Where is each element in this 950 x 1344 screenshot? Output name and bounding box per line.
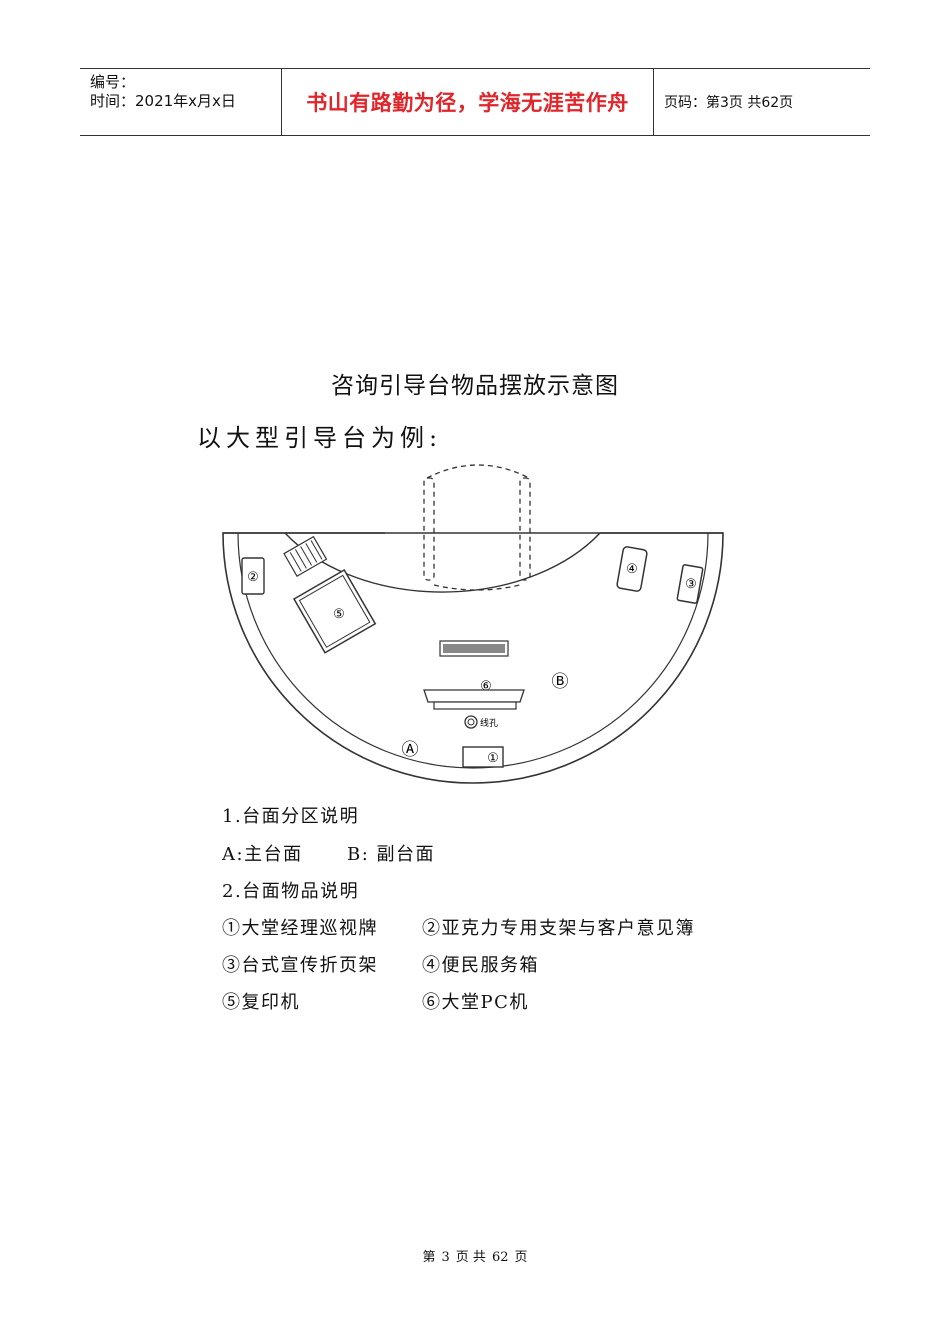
legend-item-5: ⑤复印机: [222, 992, 300, 1013]
legend-item-4: ④便民服务箱: [422, 955, 539, 976]
cable-hole-label: 线孔: [480, 717, 498, 729]
footer-page: 3: [441, 1250, 450, 1265]
item-4-label: ④: [626, 562, 638, 577]
desk-zone-divider: [237, 532, 709, 769]
item-5-label: ⑤: [333, 607, 345, 622]
page-title: 咨询引导台物品摆放示意图: [331, 373, 619, 399]
zone-b-label: Ⓑ: [552, 672, 569, 692]
legend-zone-b: B: 副台面: [347, 844, 436, 865]
header-page-info: 页码：第3页 共62页: [664, 95, 794, 111]
chair-outline: [423, 464, 531, 591]
zone-a-label: Ⓐ: [402, 740, 419, 760]
page-subtitle: 以大型引导台为例:: [197, 424, 443, 452]
legend-section-1: 1.台面分区说明: [222, 806, 360, 827]
header-meta: 编号： 时间：2021年x月x日: [80, 69, 281, 135]
header-table: 编号： 时间：2021年x月x日 书山有路勤为径，学海无涯苦作舟 页码：第3页 …: [80, 68, 870, 136]
item-2-stand: ②: [241, 557, 265, 595]
keyboard: [439, 640, 509, 657]
legend-section-2: 2.台面物品说明: [222, 881, 360, 902]
footer-total: 62: [491, 1250, 509, 1265]
footer-prefix: 第: [422, 1250, 436, 1265]
item-6-pc: ⑥: [423, 679, 525, 710]
desk-outer-arc: [222, 532, 724, 784]
item-6-label: ⑥: [480, 679, 492, 694]
time-label: 时间：2021年x月x日: [90, 92, 236, 110]
item-1-label: ①: [487, 751, 499, 766]
item-5-copier: ⑤: [283, 535, 377, 654]
item-1-sign: ①: [462, 746, 504, 768]
cable-hole: 线孔: [464, 715, 498, 729]
legend-item-6: ⑥大堂PC机: [422, 992, 529, 1013]
footer-mid: 页 共: [455, 1250, 486, 1265]
legend-item-2: ②亚克力专用支架与客户意见簿: [422, 918, 695, 939]
legend-item-3: ③台式宣传折页架: [222, 955, 378, 976]
item-3-rack: ③: [676, 564, 704, 604]
item-4-box: ④: [616, 546, 648, 592]
footer-suffix: 页: [514, 1250, 528, 1265]
item-2-label: ②: [247, 570, 259, 585]
item-3-label: ③: [685, 577, 697, 592]
desk-layout-diagram: ② ⑤ ④ ③ ⑥ Ⓑ: [222, 464, 724, 784]
number-label: 编号：: [90, 73, 136, 91]
header-motto: 书山有路勤为径，学海无涯苦作舟: [281, 69, 654, 135]
legend-zone-row: A:主台面 B: 副台面: [222, 840, 435, 866]
legend-item-1: ①大堂经理巡视牌: [222, 918, 378, 939]
legend-zone-a: A:主台面: [222, 844, 303, 865]
